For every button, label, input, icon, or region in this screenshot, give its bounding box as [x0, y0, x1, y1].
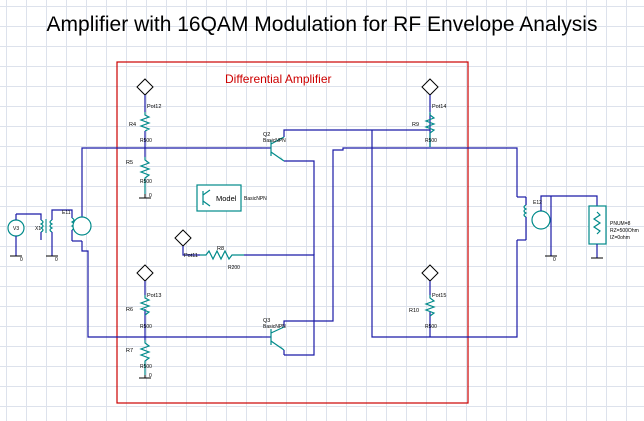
- differential-amplifier-box[interactable]: [116, 61, 469, 404]
- wire-e12-term: [551, 195, 598, 206]
- wire-output-bottom: [371, 130, 518, 338]
- model-name: BasicNPN: [244, 196, 267, 202]
- model-block[interactable]: [196, 184, 242, 212]
- x1-label: X1: [35, 226, 41, 232]
- wire-q2-emitter: [284, 160, 315, 255]
- e12-label: E12: [533, 200, 542, 206]
- group-label: Differential Amplifier: [225, 72, 332, 86]
- port-pot12[interactable]: [136, 78, 154, 112]
- r7-label: R7: [126, 348, 133, 354]
- wire-q3-collector: [283, 147, 518, 327]
- q3-label: Q3: [263, 318, 270, 324]
- wire-input-bottom: [81, 241, 262, 338]
- resistor-r8[interactable]: [200, 249, 244, 261]
- transistor-q3[interactable]: [262, 326, 285, 355]
- r9-label: R9: [412, 122, 419, 128]
- term-pnum: PNUM=8: [610, 221, 631, 227]
- transistor-q2[interactable]: [262, 136, 285, 162]
- r6-value: R500: [140, 324, 152, 330]
- wire-tail: [244, 254, 315, 356]
- port-pot14[interactable]: [421, 78, 439, 112]
- pot15-label: Pot15: [432, 293, 446, 299]
- term-iz: IZ=0ohm: [610, 235, 630, 241]
- q2-model: BasicNPN: [263, 138, 286, 144]
- transformer-x1[interactable]: [16, 209, 62, 257]
- e11-label: E11: [62, 210, 71, 216]
- port-pot13[interactable]: [136, 264, 154, 295]
- r8-value: R200: [228, 265, 240, 271]
- r5-label: R5: [126, 160, 133, 166]
- gnd-x1-label: 0: [55, 257, 58, 263]
- r7-value: R500: [140, 364, 152, 370]
- resistor-r5[interactable]: [139, 157, 151, 194]
- terminal-term[interactable]: [588, 205, 607, 259]
- r6-label: R6: [126, 307, 133, 313]
- pot11-label: Pot11: [184, 253, 198, 259]
- wire-input-top: [81, 147, 262, 225]
- r10-label: R10: [409, 308, 419, 314]
- r4-value: R500: [140, 138, 152, 144]
- gnd-r7-label: 0: [149, 373, 152, 379]
- resistor-r4[interactable]: [139, 112, 151, 132]
- r9-value: R500: [425, 138, 437, 144]
- gnd-e12-label: 0: [553, 257, 556, 263]
- page-title: Amplifier with 16QAM Modulation for RF E…: [47, 13, 598, 36]
- r8-label: R8: [217, 246, 224, 252]
- term-rz: RZ=500Ohm: [610, 228, 639, 234]
- ground-r5: [139, 194, 151, 199]
- r10-value: R500: [425, 324, 437, 330]
- port-pot11[interactable]: [174, 229, 200, 256]
- pot13-label: Pot13: [147, 293, 161, 299]
- v3-label: V3: [13, 226, 19, 232]
- resistor-r10[interactable]: [424, 295, 436, 317]
- port-pot15[interactable]: [421, 264, 439, 295]
- q2-label: Q2: [263, 132, 270, 138]
- wires: [81, 113, 598, 356]
- model-box-label: Model: [216, 194, 237, 203]
- r5-value: R500: [140, 179, 152, 185]
- q3-model: BasicNPN: [263, 324, 286, 330]
- source-v3[interactable]: V3: [7, 214, 25, 257]
- resistor-r6[interactable]: [139, 295, 151, 316]
- gnd-r5-label: 0: [149, 193, 152, 199]
- wire-q2-collector: [283, 113, 431, 137]
- pot14-label: Pot14: [432, 104, 446, 110]
- resistor-r7[interactable]: [139, 340, 151, 375]
- source-e11[interactable]: [62, 209, 92, 242]
- r4-label: R4: [129, 122, 136, 128]
- ground-r7: [139, 375, 151, 379]
- pot12-label: Pot12: [147, 104, 161, 110]
- gnd-v3-label: 0: [20, 257, 23, 263]
- resistor-r9[interactable]: [424, 112, 436, 147]
- source-e12[interactable]: [517, 195, 557, 257]
